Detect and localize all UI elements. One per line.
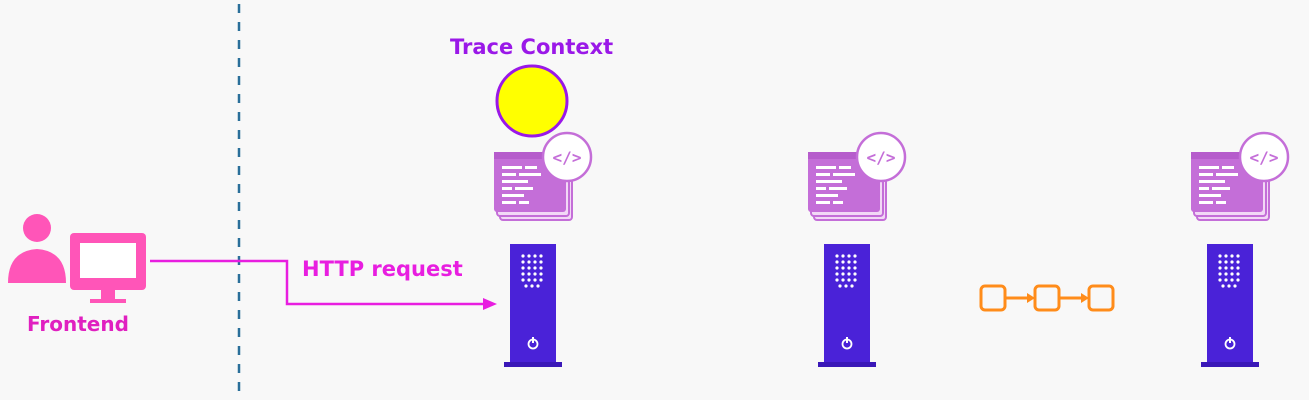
- frontend-label: Frontend: [27, 312, 129, 336]
- http-request-label: HTTP request: [302, 257, 463, 281]
- trace-context-circle: [495, 64, 569, 138]
- code-window-icon: [1189, 131, 1290, 222]
- user-monitor-icon: [8, 214, 146, 303]
- code-window-icon: [492, 131, 593, 222]
- linked-blocks-icon: [979, 284, 1115, 312]
- trace-context-label: Trace Context: [450, 35, 614, 59]
- http-request-arrow: [150, 259, 497, 310]
- server-icon: [817, 243, 877, 368]
- code-window-icon: [806, 131, 907, 222]
- server-icon: [1200, 243, 1260, 368]
- server-icon: [503, 243, 563, 368]
